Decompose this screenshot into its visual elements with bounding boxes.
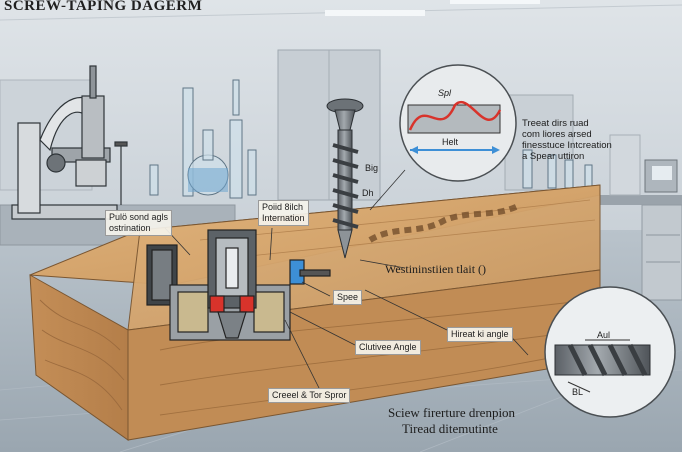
label-helt: Helt [442,137,459,147]
label-hireat: Hireat ki angle [447,327,513,342]
label-poid: Poiid 8ilch Internation [258,200,309,226]
label-spl: Spl [438,88,452,98]
label-treeat: Treeat dirs ruad com liores arsed finess… [522,118,612,162]
microscope [11,65,128,220]
main-screw [326,98,364,259]
label-creeel: Creeel & Tor Spror [268,388,351,403]
label-big: Big [365,163,379,173]
screw-callout [504,286,676,418]
label-dh: Dh [362,188,374,198]
flask-liquid [188,168,228,192]
label-bl: BL [572,387,584,397]
page-title: SCREW-TAPING DAGERM [4,0,203,14]
label-pulo: Pulö sond agls ostrination [105,210,173,236]
label-aul: Aul [597,330,611,340]
label-clutivee: Clutivee Angle [355,340,421,355]
cutaway-mechanism [146,229,331,341]
label-tirad: Tiread ditemutinte [402,421,498,436]
label-westinestion: Westininstiien tlait () [385,262,487,276]
label-spee: Spee [333,290,363,305]
thread-callout [369,64,517,211]
label-sciew: Sciew firerture drenpion [388,405,516,420]
